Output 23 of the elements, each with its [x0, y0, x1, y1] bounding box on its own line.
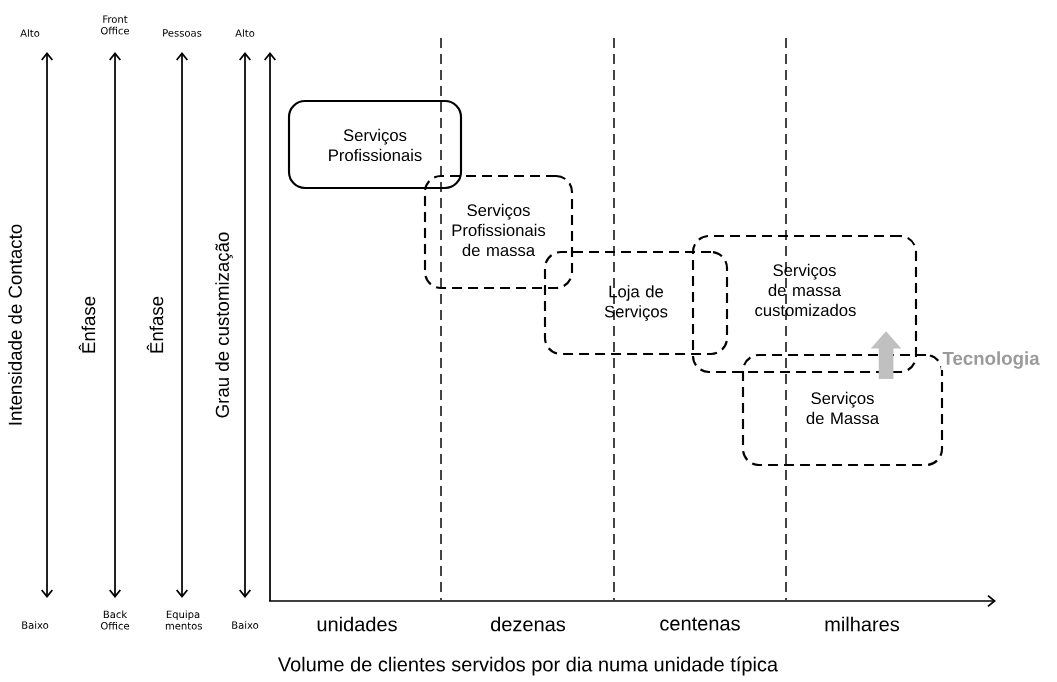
axis-label: Intensidade de Contacto	[8, 224, 22, 425]
axis-label: Baixo	[232, 621, 259, 629]
axis-label: dezenas	[491, 616, 566, 632]
axis-label: Alto	[235, 29, 255, 37]
rounded-box: Loja de Serviços	[543, 250, 729, 356]
axis-label: Alto	[20, 29, 40, 37]
axis-label: Baixo	[22, 621, 49, 629]
axis-label: Ênfase	[78, 296, 96, 353]
axis-label: milhares	[825, 616, 900, 632]
rounded-box: Serviços de massa customizados	[691, 234, 918, 374]
axis-label: Ênfase	[146, 296, 164, 353]
axis-label: Equipa mentos	[165, 610, 202, 630]
rounded-box: Serviços de Massa	[741, 353, 944, 467]
rounded-box: Serviços Profissionais	[287, 99, 463, 190]
axis-label: Front Office	[101, 15, 130, 35]
rounded-box: Serviços Profissionais de massa	[423, 174, 574, 290]
axis-label: Volume de clientes servidos por dia numa unidade típica	[277, 656, 779, 676]
axis-label: centenas	[660, 617, 740, 631]
axis-label: Grau de customização	[215, 232, 233, 418]
axis-label: Back Office	[101, 610, 130, 630]
axis-label: Pessoas	[163, 29, 202, 37]
axis-label: unidades	[317, 616, 397, 632]
edge-label: Tecnologia	[942, 351, 1040, 369]
